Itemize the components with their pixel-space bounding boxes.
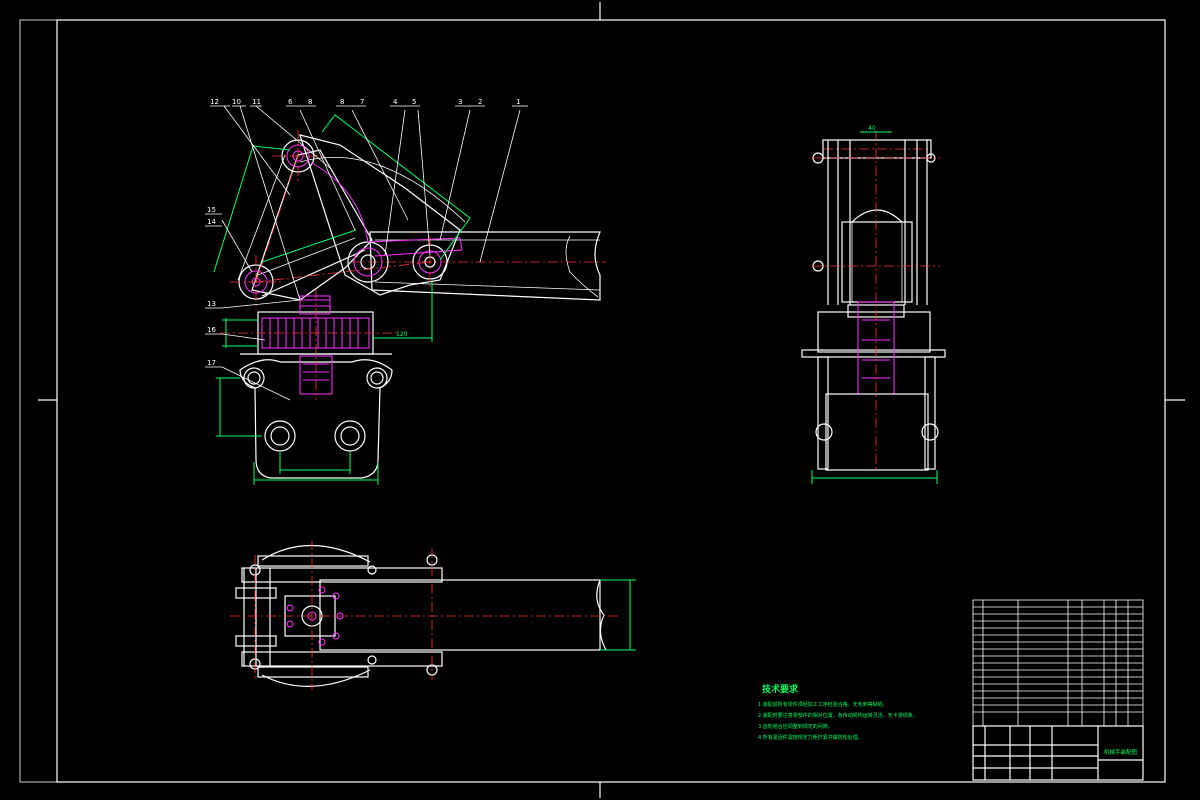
base-bracket <box>239 359 393 479</box>
linkage-plate <box>299 134 461 296</box>
tech-requirement-line-3: 3.齿轮啮合应调整到规定的间隙。 <box>758 723 833 730</box>
main-view: 120 12 10 11 6 8 8 <box>205 98 606 485</box>
parts-list <box>972 599 1144 727</box>
tech-requirement-line-2: 2.装配时要注意零部件的相对位置，各传动机构运转灵活，无卡滞现象。 <box>758 712 918 719</box>
drawing-title: 机械手装配图 <box>1104 748 1138 756</box>
balloon-4: 4 <box>393 98 398 106</box>
balloon-12: 12 <box>210 98 219 106</box>
tech-requirements-title: 技术要求 <box>762 683 799 695</box>
balloon-5: 5 <box>412 98 416 106</box>
balloon-10: 10 <box>232 98 241 106</box>
balloon-8b: 8 <box>340 98 344 106</box>
balloon-14: 14 <box>207 218 216 226</box>
balloon-13: 13 <box>207 300 216 308</box>
balloon-15: 15 <box>207 206 216 214</box>
top-view <box>230 540 636 690</box>
outer-border <box>19 19 1166 783</box>
balloon-6: 6 <box>288 98 293 106</box>
side-view: 40 <box>801 125 946 484</box>
balloon-8a: 8 <box>308 98 312 106</box>
balloon-3: 3 <box>458 98 462 106</box>
balloon-2: 2 <box>478 98 482 106</box>
tech-requirement-line-4: 4.所有紧固件需按规定力矩拧紧并做防松处理。 <box>758 734 863 741</box>
inner-frame <box>56 19 1166 783</box>
balloon-7: 7 <box>360 98 364 106</box>
balloon-17: 17 <box>207 359 216 367</box>
balloon-11: 11 <box>252 98 261 106</box>
side-dim-top-label: 40 <box>868 125 876 132</box>
tech-requirements: 技术要求 1.装配前所有零件须经加工工序检验合格，无毛刺等缺陷。 2.装配时要注… <box>758 683 918 741</box>
arm-beam <box>369 231 601 301</box>
tech-requirement-line-1: 1.装配前所有零件须经加工工序检验合格，无毛刺等缺陷。 <box>758 701 888 708</box>
balloon-1: 1 <box>516 98 520 106</box>
title-block <box>972 725 1144 781</box>
dim-120-label: 120 <box>396 331 408 338</box>
balloon-16: 16 <box>207 326 216 334</box>
